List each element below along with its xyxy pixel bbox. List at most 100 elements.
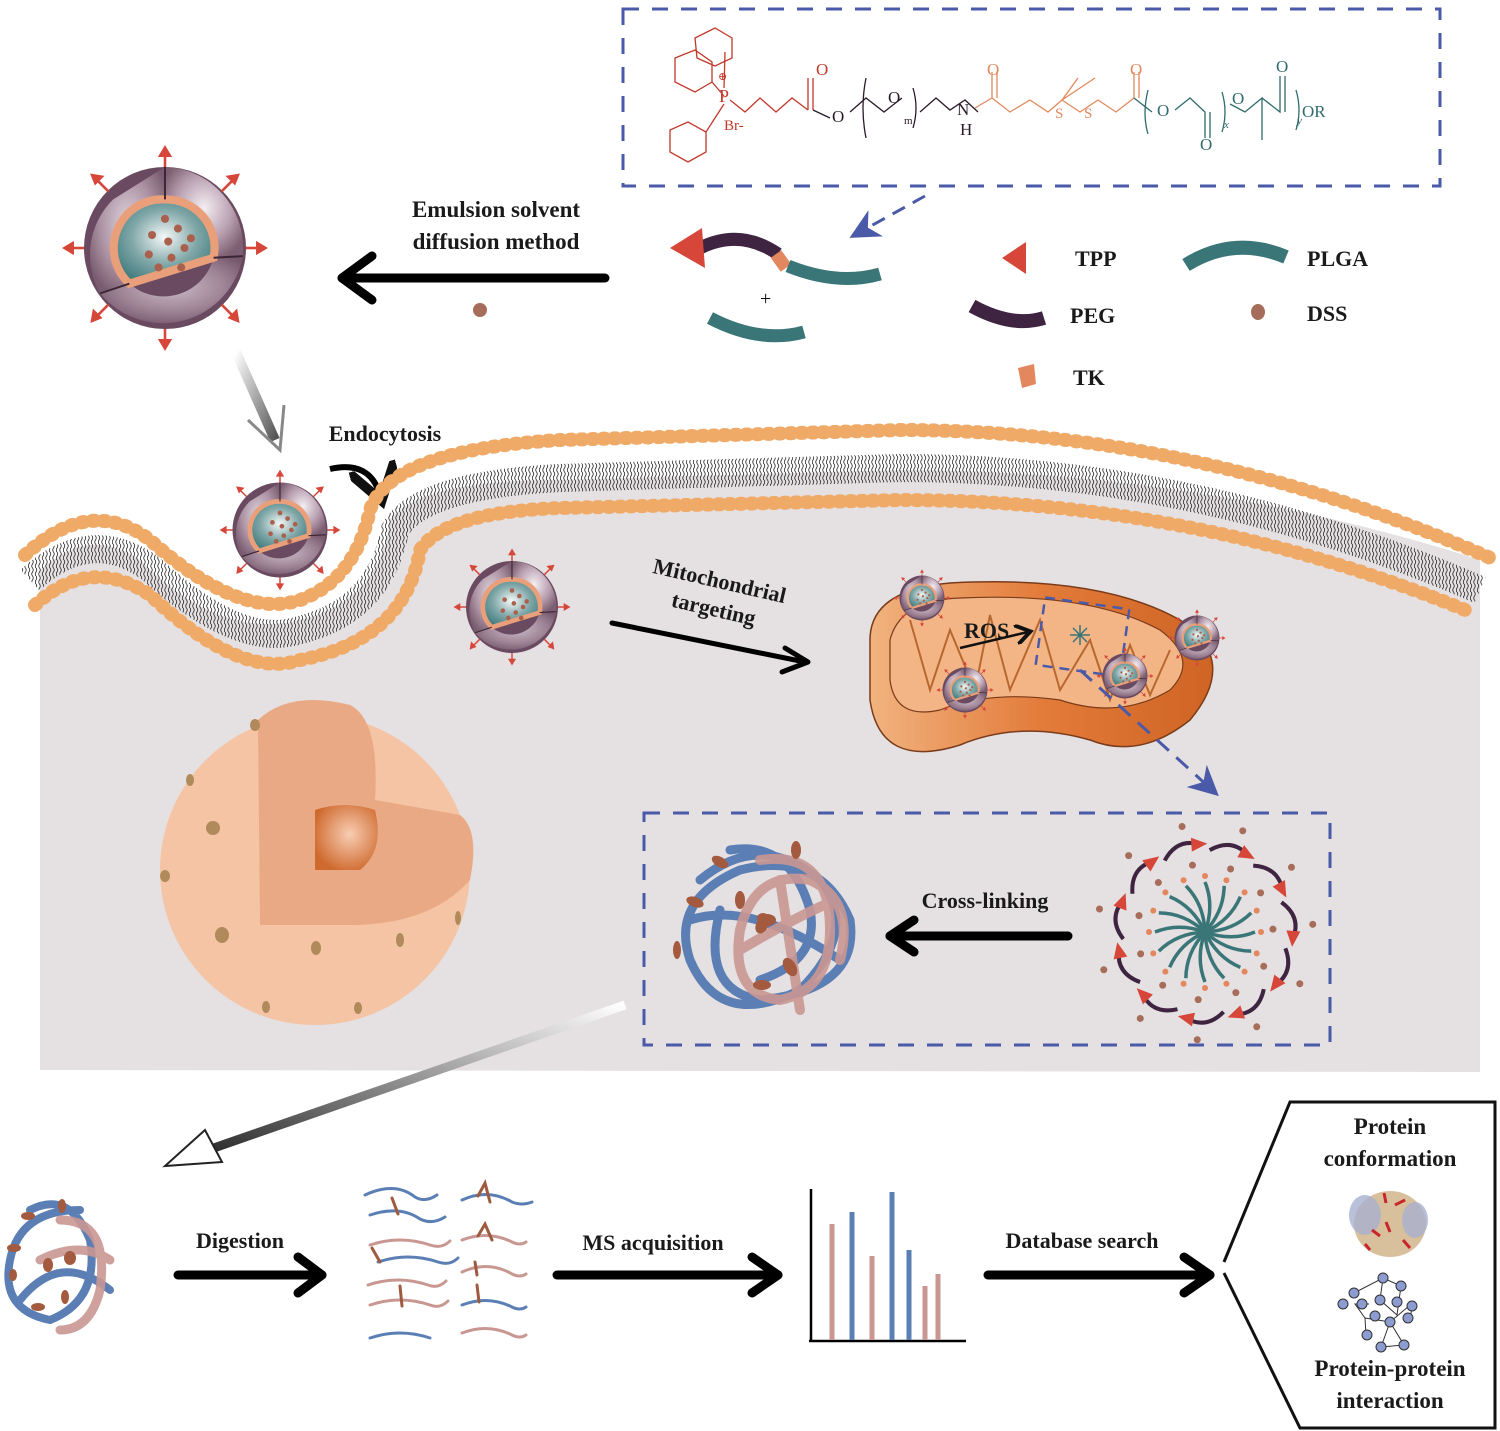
dss-molecule: [1260, 962, 1268, 970]
tk-fragment: [1253, 950, 1260, 957]
tk-fragment: [1180, 877, 1187, 884]
ros-target-dashed-box: [1034, 596, 1131, 679]
tk-fragment: [1202, 985, 1208, 991]
endocytosis-label: Endocytosis: [329, 421, 442, 446]
peg-legend-icon: [968, 299, 1047, 329]
spectrum-peak: [889, 1192, 895, 1340]
terminal-or: OR: [1302, 102, 1326, 121]
ester-o: O: [832, 107, 844, 126]
ppi-label-line2: interaction: [1336, 1388, 1444, 1413]
tpp-fragment: [1113, 893, 1127, 911]
tk-carbonyl-o-1: O: [987, 60, 999, 79]
tpp-fragment: [1177, 1012, 1196, 1027]
nanoparticle-mito-2: [1167, 608, 1227, 668]
structure-pointer-arrow: [849, 194, 926, 238]
spectrum-peak: [906, 1250, 912, 1340]
tpp-fragment: [1136, 988, 1153, 1005]
tk-carbonyl-o-2: O: [1130, 60, 1142, 79]
plga-strand: [1204, 895, 1242, 934]
dss-molecule: [1136, 1014, 1144, 1022]
tk-fragment: [1202, 873, 1208, 879]
ppi-network-icon: [1337, 1272, 1418, 1353]
legend: TPP PLGA PEG DSS TK: [968, 240, 1368, 390]
nanoparticle-mito-4: [935, 660, 995, 720]
dss-molecule: [1188, 861, 1196, 869]
plga-strand: [1154, 925, 1206, 934]
cell-membrane: [18, 422, 1500, 671]
tpp-fragment: [1113, 942, 1128, 960]
tpp-fragment: [1286, 930, 1301, 947]
peg-o: O: [888, 88, 900, 107]
ms-spectrum: [809, 1189, 966, 1343]
emulsion-arrow: [337, 251, 610, 305]
outcome-bracket: [1222, 1100, 1497, 1430]
mito-targeting-arrow: [609, 620, 811, 675]
plga-repeat-y: y: [1296, 115, 1302, 127]
conformation-label-line1: Protein: [1354, 1114, 1427, 1139]
conformation-label-line2: conformation: [1324, 1146, 1457, 1171]
dss-molecule: [1095, 905, 1103, 913]
tpp-fragment: [1270, 974, 1286, 992]
diagonal-gradient-arrow: [162, 1000, 627, 1168]
digestion-arrow: [173, 1252, 327, 1298]
plga-strand: [1203, 881, 1212, 933]
structure-dashed-box: [621, 7, 1442, 188]
spectrum-peak: [829, 1224, 835, 1340]
peg-legend-label: PEG: [1070, 303, 1115, 328]
tk-fragment: [1253, 907, 1260, 914]
protein-structure-image: [1349, 1191, 1428, 1257]
tpp-charge: ⊕: [718, 71, 727, 83]
dss-molecule: [1194, 996, 1202, 1004]
dss-molecule: [1257, 889, 1265, 897]
emulsion-label-line2: diffusion method: [413, 229, 580, 254]
tk-linker-structure: [974, 72, 1140, 113]
peg-repeat-m: m: [904, 115, 913, 127]
database-search-label: Database search: [1006, 1228, 1159, 1253]
spectrum-peak: [922, 1286, 928, 1340]
plga-homopolymer-icon: [707, 312, 806, 343]
tk-fragment: [1258, 929, 1264, 935]
carbonyl-o-1: O: [816, 60, 828, 79]
plga-o-2: O: [1232, 89, 1244, 108]
plga-carbonyl-o-1: O: [1200, 135, 1212, 154]
zoom-pointer-arrow: [1078, 668, 1219, 797]
crosslinking-arrow: [885, 915, 1073, 957]
tk-fragment: [1150, 907, 1157, 914]
plga-strand: [1184, 884, 1207, 933]
plga-strand: [1158, 911, 1207, 934]
tk-fragment: [1146, 929, 1152, 935]
plga-strand: [1168, 895, 1207, 933]
crosslink-dashed-box: [642, 811, 1332, 1047]
tpp-legend-icon: [1002, 242, 1026, 274]
dss-molecule: [1269, 925, 1277, 933]
dss-legend-label: DSS: [1307, 301, 1347, 326]
plga-strand: [1203, 885, 1226, 934]
amide-n: N: [957, 100, 969, 119]
database-search-arrow: [983, 1252, 1215, 1298]
nanoparticle-cytoplasm: [455, 550, 569, 664]
dss-molecule: [1100, 966, 1108, 974]
micelle-small: [1070, 625, 1090, 645]
tk-fragment: [1150, 950, 1157, 957]
dss-molecule: [1159, 981, 1167, 989]
plga-strand: [1203, 931, 1242, 969]
dss-molecule: [1137, 950, 1145, 958]
tk-fragment: [1223, 877, 1230, 884]
dss-molecule: [1309, 920, 1317, 928]
tk-fragment: [1241, 968, 1248, 975]
digestion-label: Digestion: [196, 1228, 284, 1253]
plga-legend-icon: [1182, 240, 1289, 272]
digested-protein-complex: [4, 1199, 115, 1335]
tpp-fragment: [1190, 837, 1208, 852]
nanoparticle-mito-1: [892, 568, 952, 628]
plga-strand: [1198, 931, 1207, 983]
dss-molecule: [1253, 1023, 1261, 1031]
plga-strand: [1184, 930, 1207, 979]
nanoparticle-endocytosis: [221, 471, 339, 589]
tpp-fragment: [1227, 1005, 1246, 1019]
dss-molecule: [1232, 989, 1240, 997]
plga-strand: [1203, 931, 1226, 980]
dss-molecule: [1296, 980, 1304, 988]
dss-molecule: [1154, 879, 1162, 887]
